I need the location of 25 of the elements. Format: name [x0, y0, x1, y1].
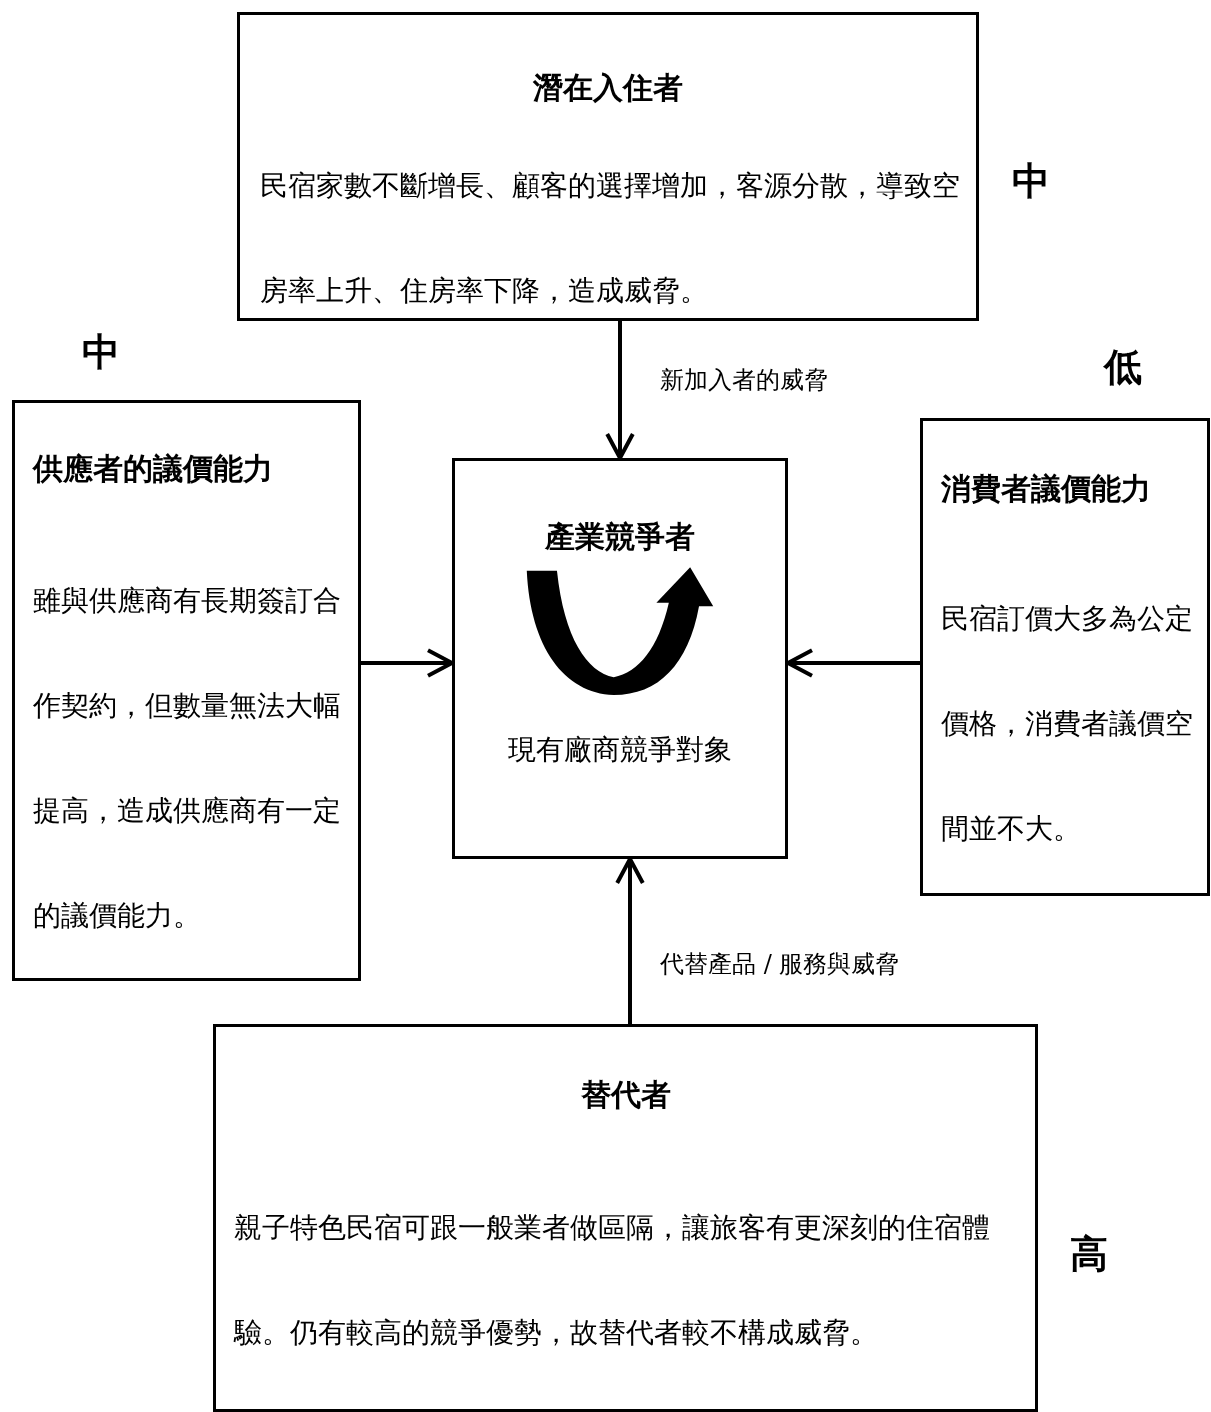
box-text: 民宿訂價大多為公定價格，消費者議價空間並不大。	[941, 601, 1194, 847]
box-heading: 替代者	[579, 1077, 672, 1113]
text-box	[213, 1024, 1038, 1412]
edge-label: 新加入者的威脅	[660, 366, 828, 395]
text-box	[920, 418, 1210, 896]
rating-label: 中	[1012, 162, 1050, 200]
box-heading: 供應者的議價能力	[33, 451, 273, 487]
arrow	[786, 648, 920, 678]
box-text: 雖與供應商有長期簽訂合作契約，但數量無法大幅提高，造成供應商有一定的議價能力。	[33, 583, 342, 934]
box-text: 民宿家數不斷增長、顧客的選擇增加，客源分散，導致空房率上升、住房率下降，造成威脅。	[260, 168, 960, 309]
rating-label: 低	[1104, 348, 1142, 386]
text-box	[12, 400, 361, 981]
box-text: 親子特色民宿可跟一般業者做區隔，讓旅客有更深刻的住宿體驗。仍有較高的競爭優勢，故替代者較不構成威脅。	[234, 1210, 991, 1351]
arrow	[605, 321, 635, 460]
box-text: 現有廠商競爭對象	[507, 733, 733, 767]
edge-label: 代替產品 / 服務與威脅	[660, 950, 900, 979]
box-heading: 產業競爭者	[544, 519, 696, 555]
text-box	[452, 458, 788, 859]
box-heading: 潛在入住者	[532, 70, 684, 106]
box-heading: 消費者議價能力	[941, 471, 1151, 507]
rating-label: 高	[1070, 1235, 1108, 1273]
text-box	[237, 12, 979, 321]
rating-label: 中	[82, 333, 120, 371]
arrow	[361, 648, 454, 678]
arrow	[615, 857, 645, 1024]
